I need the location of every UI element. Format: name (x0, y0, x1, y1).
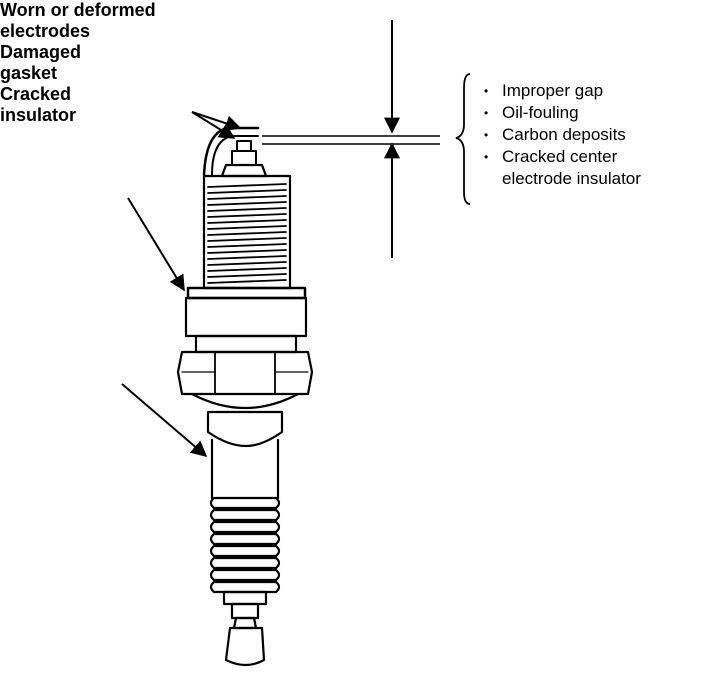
thread-line (207, 195, 287, 200)
center-electrode (236, 140, 252, 152)
gap-defects-list: • Improper gap • Oil-fouling • Carbon de… (482, 80, 641, 190)
thread-line (207, 237, 287, 242)
bullet-icon: • (484, 128, 489, 142)
bullet-icon: • (484, 106, 489, 120)
center-electrode-insulator (231, 150, 257, 166)
thread-line (207, 183, 287, 188)
callout-line: Worn or deformed (0, 0, 156, 20)
thread-line (207, 201, 287, 206)
callout-damaged-gasket: Damaged gasket (0, 42, 704, 84)
gasket (186, 286, 307, 300)
thread-line (207, 225, 287, 230)
insulator-rib (209, 568, 281, 582)
defect-text: Improper gap (502, 81, 604, 100)
thread-lines (207, 183, 287, 284)
shell-flange (184, 296, 308, 338)
leader-gasket (127, 197, 185, 292)
callout-worn-electrodes: Worn or deformed electrodes (0, 0, 704, 42)
shell-collar (194, 334, 298, 354)
insulator-rib (209, 580, 281, 594)
hex-crimp (190, 392, 300, 409)
callout-line: Damaged (0, 42, 82, 62)
insulator-rib (209, 532, 281, 546)
insulator-rib (209, 520, 281, 534)
thread-line (207, 249, 287, 254)
thread-line (207, 261, 287, 266)
gap-measurement (262, 20, 471, 258)
thread-line (207, 231, 287, 236)
hex-nut (176, 350, 314, 396)
terminal-neck (232, 616, 258, 630)
defect-item: • Oil-fouling (482, 102, 641, 124)
callout-cracked-insulator: Cracked insulator (0, 84, 704, 126)
terminal-nut (224, 626, 266, 667)
defect-text: Oil-fouling (502, 103, 579, 122)
callout-line: Cracked (0, 84, 72, 104)
insulator-neck (222, 590, 268, 606)
insulator-ribs (209, 496, 281, 594)
insulator-rib (209, 508, 281, 522)
thread-line (207, 243, 287, 248)
bullet-icon: • (484, 84, 489, 98)
insulator-rib (209, 496, 281, 510)
defect-item-continued: electrode insulator (482, 168, 641, 190)
thread-line (207, 267, 287, 272)
defect-item: • Carbon deposits (482, 124, 641, 146)
callout-line: insulator (0, 105, 77, 125)
bullet-icon: • (484, 150, 489, 164)
insulator-rib (209, 556, 281, 570)
leader-lines (121, 111, 242, 458)
defect-item: • Cracked center (482, 146, 641, 168)
leader-insulator (121, 383, 208, 458)
callout-line: gasket (0, 63, 58, 83)
insulator-rib (209, 544, 281, 558)
thread-line (207, 255, 287, 260)
leader-electrodes-bottom (191, 111, 236, 139)
insulator-nose (220, 163, 268, 178)
thread-line (207, 279, 287, 284)
callout-line: electrodes (0, 21, 91, 41)
defect-brace (455, 73, 471, 205)
thread-line (207, 207, 287, 212)
terminal-base (230, 602, 260, 620)
defect-item: • Improper gap (482, 80, 641, 102)
defect-text: electrode insulator (502, 169, 641, 188)
thread-line (207, 273, 287, 278)
defect-text: Carbon deposits (502, 125, 626, 144)
upper-insulator-shoulder (206, 410, 284, 448)
thread-line (207, 213, 287, 218)
defect-text: Cracked center (502, 147, 618, 166)
thread-line (207, 189, 287, 194)
upper-insulator-sides (210, 438, 280, 500)
thread-line (207, 219, 287, 224)
